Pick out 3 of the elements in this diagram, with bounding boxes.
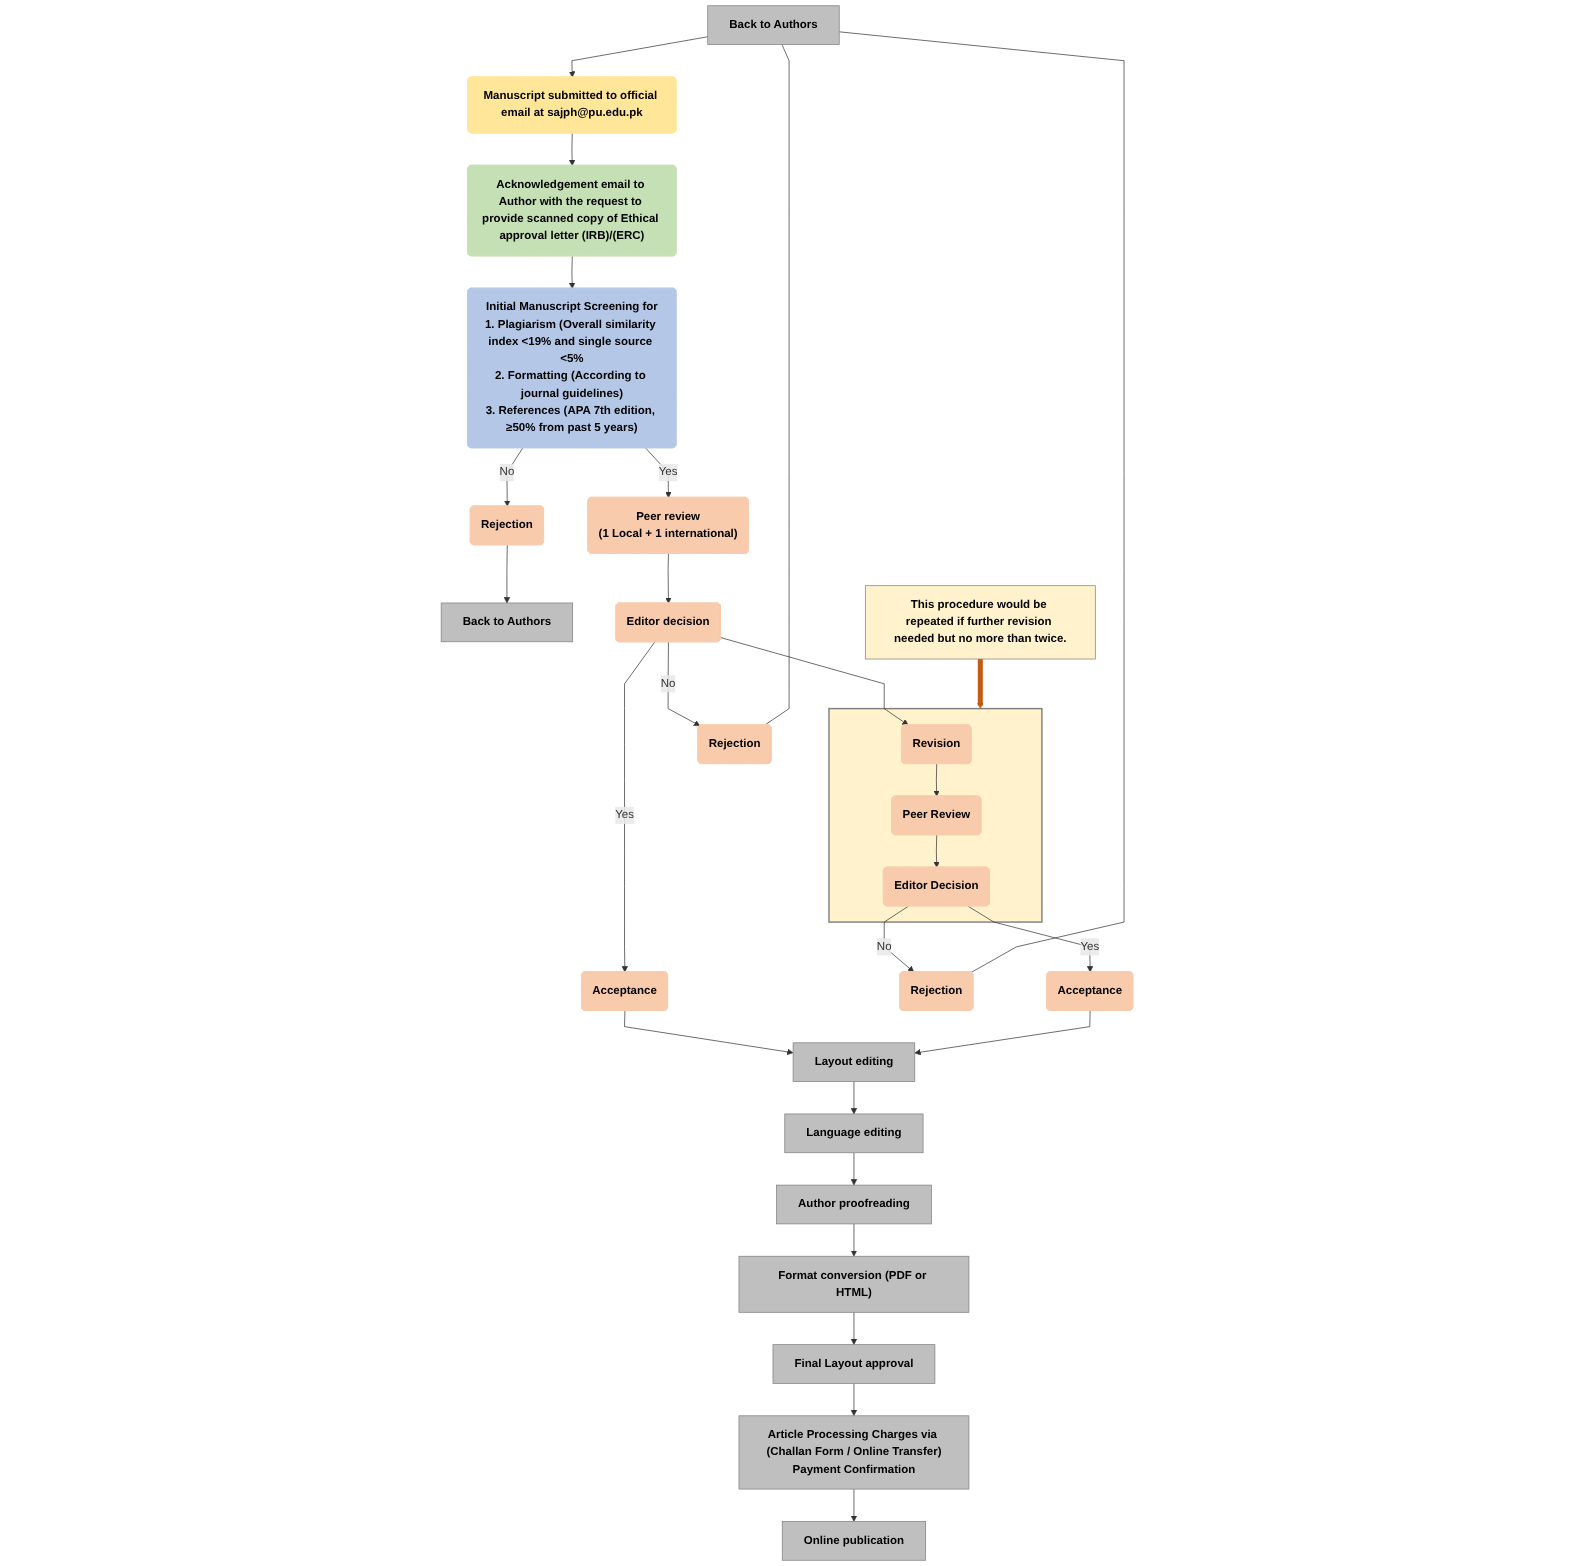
arrow bbox=[977, 659, 984, 709]
cluster bbox=[828, 707, 1043, 923]
connector bbox=[764, 44, 790, 726]
